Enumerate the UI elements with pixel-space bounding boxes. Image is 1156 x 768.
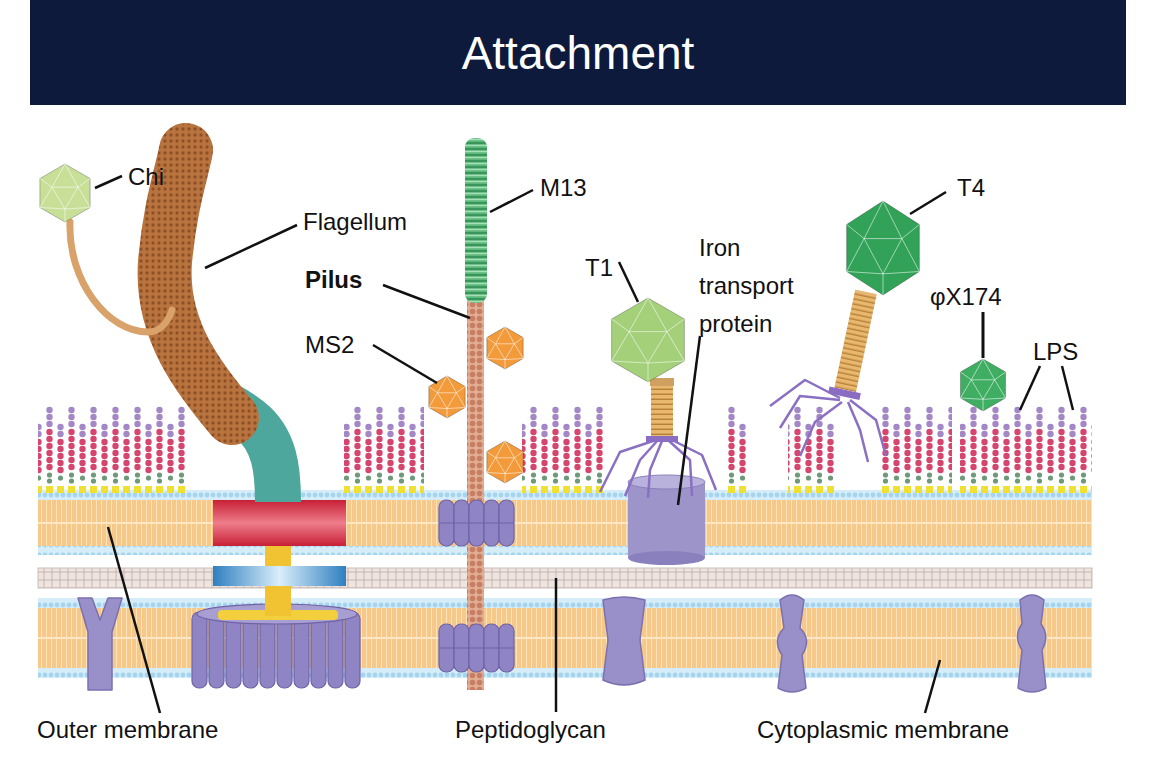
membrane-protein: [1018, 595, 1047, 692]
phage-label: T1: [585, 254, 613, 282]
structure-label: LPS: [1033, 338, 1078, 366]
title: Attachment: [30, 0, 1126, 105]
m13-phage: [465, 138, 487, 303]
leader-line: [925, 660, 940, 713]
phage-label: Chi: [128, 163, 164, 191]
ms2-phage: [429, 327, 523, 483]
m13-phage: [465, 138, 487, 303]
structure-label: Pilus: [305, 266, 362, 294]
leader-line: [383, 285, 470, 318]
leader-line: [373, 345, 437, 383]
leader-line: [1020, 366, 1040, 410]
t4-phage: [834, 290, 876, 392]
iron-transport-protein: [628, 482, 705, 558]
structure-label: Flagellum: [303, 208, 407, 236]
outer-membrane: [38, 546, 1092, 555]
iron-transport-protein: [628, 551, 705, 565]
flagellar-motor: [192, 604, 360, 688]
leader-line: [205, 225, 297, 268]
lps-chains: [38, 405, 1092, 501]
t1-phage: [672, 440, 716, 490]
t4-phage: [847, 201, 920, 295]
leader-line: [490, 190, 533, 212]
leader-line: [910, 192, 946, 214]
flagellar-motor: [213, 566, 346, 586]
t1-phage: [600, 440, 716, 498]
phage-label: φX174: [930, 283, 1002, 311]
leader-line: [108, 527, 160, 713]
t1-phage: [651, 385, 673, 437]
flagellum: [165, 150, 278, 502]
lps-chains: [878, 405, 952, 501]
structure-label: Iron transport protein: [699, 229, 811, 343]
flagellar-motor: [328, 612, 343, 688]
layer-label: Outer membrane: [37, 716, 218, 744]
phage-label: T4: [957, 174, 985, 202]
pilus: [439, 647, 514, 648]
leader-line: [1062, 366, 1073, 410]
membrane-protein: [78, 595, 1046, 692]
t4-phage: [828, 289, 882, 400]
peptidoglycan-layer: [38, 568, 1092, 588]
pilus: [439, 500, 514, 672]
lps-chains: [726, 405, 748, 501]
t1-phage: [625, 440, 658, 496]
cytoplasmic-membrane: [38, 598, 1092, 608]
t4-phage: [828, 386, 861, 400]
t4-phage: [850, 400, 886, 456]
lps-chains: [960, 405, 1092, 501]
membrane-protein: [78, 598, 122, 690]
leader-line: [982, 312, 985, 358]
pilus: [467, 300, 484, 690]
chi-phage: [70, 222, 172, 332]
leader-line: [619, 262, 638, 302]
t1-phage: [600, 298, 716, 498]
flagellar-motor: [192, 500, 360, 688]
title-banner: [30, 0, 1126, 105]
lps-chains: [788, 405, 836, 501]
flagellar-motor: [213, 500, 346, 546]
flagellar-motor: [192, 612, 207, 688]
t4-phage: [770, 380, 886, 462]
ms2-phage: [487, 327, 523, 369]
chi-phage: [40, 164, 172, 332]
leader-line: [555, 578, 558, 712]
chi-phage: [40, 164, 90, 222]
phage-label: M13: [540, 174, 587, 202]
t1-phage: [600, 440, 656, 492]
ms2-phage: [487, 441, 523, 483]
leader-line: [678, 336, 700, 505]
flagellum: [165, 150, 232, 418]
layer-label: Peptidoglycan: [455, 716, 606, 744]
t4-phage: [780, 396, 840, 428]
phage-label: MS2: [305, 331, 354, 359]
flagellar-motor: [345, 612, 360, 688]
outer-membrane: [38, 500, 1092, 546]
phix174-phage: [960, 359, 1005, 411]
membrane-protein: [603, 597, 645, 685]
iron-transport-protein: [628, 475, 705, 565]
layer-label: Cytoplasmic membrane: [757, 716, 1009, 744]
peptidoglycan-layer: [38, 568, 1092, 588]
leader-line: [95, 176, 122, 188]
leader-line: [95, 176, 1073, 713]
lps-chains: [522, 405, 604, 501]
t1-phage: [646, 436, 678, 442]
membrane-protein: [777, 595, 806, 692]
t1-phage: [612, 298, 685, 382]
flagellar-motor: [209, 612, 224, 688]
lps-chains: [344, 405, 424, 501]
t4-phage: [770, 201, 919, 462]
t4-phage: [800, 402, 842, 456]
outer-membrane: [38, 522, 1092, 524]
pilus: [439, 522, 514, 523]
lps-chains: [38, 405, 186, 501]
iron-transport-protein: [628, 475, 705, 489]
t1-phage: [648, 441, 662, 498]
phix174-phage: [960, 359, 1005, 411]
